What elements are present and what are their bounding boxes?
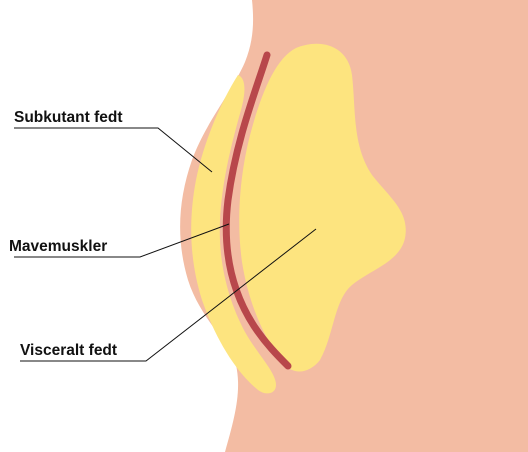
visceral-fat-label: Visceralt fedt: [20, 342, 117, 359]
subcutaneous-fat-leader-line: [14, 128, 212, 172]
abdominal-muscles-label: Mavemuskler: [9, 238, 107, 255]
subcutaneous-fat-label: Subkutant fedt: [14, 109, 123, 126]
